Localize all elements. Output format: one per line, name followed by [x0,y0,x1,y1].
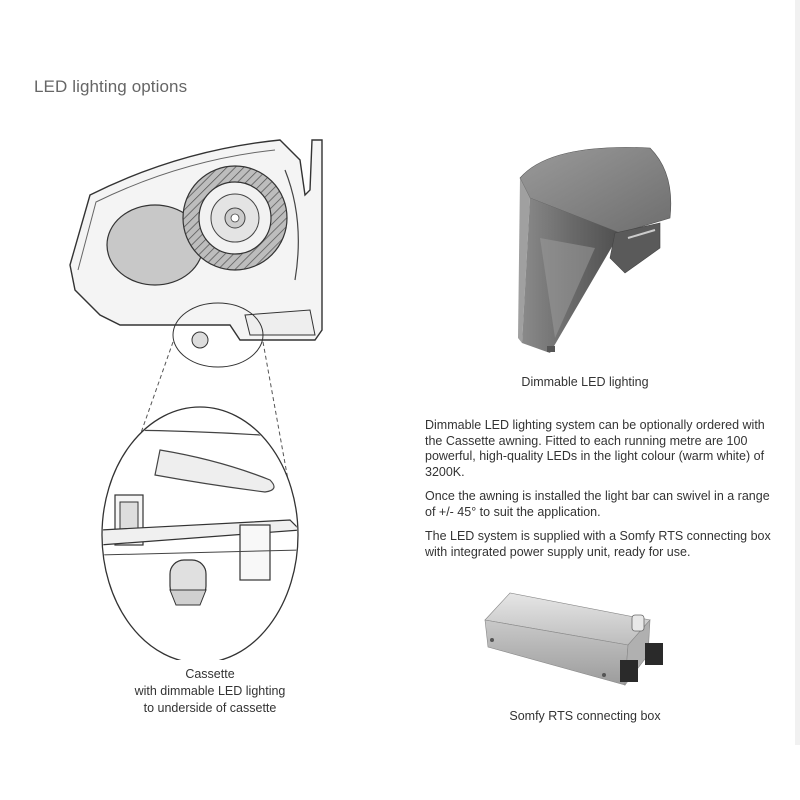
connecting-box-caption: Somfy RTS connecting box [509,709,661,723]
cassette-caption-line: Cassette [185,667,235,681]
cassette-caption-line: to underside of cassette [143,701,277,715]
led-lighting-caption: Dimmable LED lighting [521,375,649,389]
cassette-cross-section-drawing [69,139,323,660]
cassette-caption-line: with dimmable LED lighting [134,684,286,698]
description-text: Dimmable LED lighting system can be opti… [425,418,777,569]
description-paragraph: The LED system is supplied with a Somfy … [425,529,771,559]
page-edge-divider [795,0,800,745]
page-title: LED lighting options [34,77,188,96]
led-light-bar-image [518,147,672,353]
somfy-connecting-box-image [484,592,663,686]
description-paragraph: Dimmable LED lighting system can be opti… [425,418,765,479]
cassette-caption: Cassette with dimmable LED lighting to u… [95,666,325,717]
description-paragraph: Once the awning is installed the light b… [425,489,770,519]
